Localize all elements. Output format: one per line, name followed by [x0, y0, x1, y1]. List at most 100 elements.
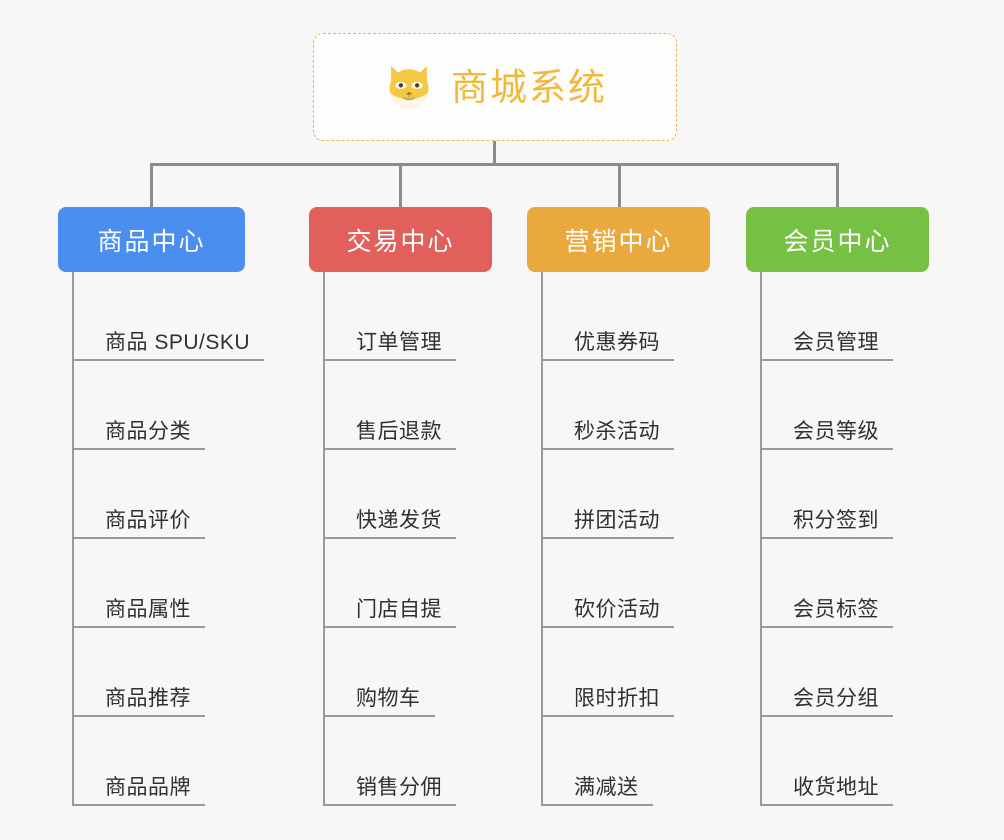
leaf-item[interactable]: 收货地址	[760, 717, 893, 806]
leaf-column-1: 订单管理售后退款快递发货门店自提购物车销售分佣	[323, 272, 456, 806]
leaf-item-underline	[541, 626, 674, 628]
leaf-item-label: 砍价活动	[574, 598, 660, 621]
leaf-item[interactable]: 售后退款	[323, 361, 456, 450]
leaf-items-1: 订单管理售后退款快递发货门店自提购物车销售分佣	[323, 272, 456, 806]
leaf-item[interactable]: 优惠券码	[541, 272, 674, 361]
category-header-3[interactable]: 会员中心	[746, 207, 929, 272]
leaf-item-underline	[72, 537, 205, 539]
leaf-item-underline	[760, 537, 893, 539]
leaf-item-label: 快递发货	[356, 509, 442, 532]
leaf-item-underline	[541, 804, 653, 806]
leaf-trunk	[72, 272, 74, 806]
leaf-item[interactable]: 订单管理	[323, 272, 456, 361]
leaf-item[interactable]: 秒杀活动	[541, 361, 674, 450]
leaf-item-underline	[541, 359, 674, 361]
leaf-item-label: 收货地址	[793, 776, 879, 799]
root-title: 商城系统	[451, 66, 607, 108]
leaf-item-label: 优惠券码	[574, 331, 660, 354]
leaf-column-3: 会员管理会员等级积分签到会员标签会员分组收货地址	[760, 272, 893, 806]
leaf-item[interactable]: 会员等级	[760, 361, 893, 450]
leaf-item-underline	[72, 448, 205, 450]
leaf-item-underline	[323, 537, 456, 539]
leaf-items-2: 优惠券码秒杀活动拼团活动砍价活动限时折扣满减送	[541, 272, 674, 806]
leaf-trunk	[323, 272, 325, 806]
leaf-item-label: 会员分组	[793, 687, 879, 710]
leaf-item[interactable]: 砍价活动	[541, 539, 674, 628]
leaf-item-underline	[760, 448, 893, 450]
leaf-item-underline	[323, 448, 456, 450]
category-header-2[interactable]: 营销中心	[527, 207, 710, 272]
connector-horizontal-bus	[150, 163, 838, 166]
leaf-trunk	[760, 272, 762, 806]
leaf-item-underline	[541, 537, 674, 539]
leaf-item-underline	[760, 715, 893, 717]
leaf-item-underline	[541, 715, 674, 717]
leaf-item-underline	[72, 359, 264, 361]
leaf-item-underline	[760, 804, 893, 806]
leaf-item-label: 积分签到	[793, 509, 879, 532]
leaf-trunk	[541, 272, 543, 806]
connector-drop-2	[399, 163, 402, 208]
leaf-item-underline	[323, 359, 456, 361]
leaf-item[interactable]: 快递发货	[323, 450, 456, 539]
leaf-item-underline	[72, 626, 205, 628]
connector-drop-4	[836, 163, 839, 208]
leaf-item-label: 商品品牌	[105, 776, 191, 799]
leaf-item-underline	[760, 359, 893, 361]
leaf-item-label: 订单管理	[356, 331, 442, 354]
connector-drop-3	[618, 163, 621, 208]
leaf-item[interactable]: 商品分类	[72, 361, 250, 450]
leaf-item-label: 商品属性	[105, 598, 191, 621]
leaf-item-underline	[323, 626, 456, 628]
leaf-item-label: 秒杀活动	[574, 420, 660, 443]
leaf-item[interactable]: 会员管理	[760, 272, 893, 361]
leaf-item-underline	[323, 804, 456, 806]
leaf-item[interactable]: 购物车	[323, 628, 442, 717]
leaf-item-label: 会员标签	[793, 598, 879, 621]
leaf-item-label: 购物车	[356, 687, 421, 710]
leaf-item-underline	[72, 804, 205, 806]
leaf-item[interactable]: 商品属性	[72, 539, 250, 628]
leaf-items-0: 商品 SPU/SKU 商品分类商品评价商品属性商品推荐商品品牌	[72, 272, 264, 806]
leaf-item[interactable]: 会员标签	[760, 539, 893, 628]
leaf-item[interactable]: 商品评价	[72, 450, 250, 539]
leaf-item-label: 会员管理	[793, 331, 879, 354]
category-header-label: 交易中心	[346, 227, 455, 256]
leaf-item-underline	[760, 626, 893, 628]
leaf-item-label: 限时折扣	[574, 687, 660, 710]
leaf-item[interactable]: 拼团活动	[541, 450, 674, 539]
leaf-item-label: 商品推荐	[105, 687, 191, 710]
connector-drop-1	[150, 163, 153, 208]
leaf-item-underline	[541, 448, 674, 450]
leaf-item[interactable]: 限时折扣	[541, 628, 674, 717]
leaf-item[interactable]: 满减送	[541, 717, 660, 806]
category-header-label: 商品中心	[97, 227, 206, 256]
leaf-item-label: 会员等级	[793, 420, 879, 443]
leaf-column-2: 优惠券码秒杀活动拼团活动砍价活动限时折扣满减送	[541, 272, 674, 806]
root-node-shopping-mall-system[interactable]: 商城系统	[313, 33, 677, 141]
leaf-item[interactable]: 商品推荐	[72, 628, 250, 717]
category-header-label: 营销中心	[564, 227, 673, 256]
category-header-label: 会员中心	[783, 227, 892, 256]
leaf-item[interactable]: 销售分佣	[323, 717, 456, 806]
leaf-item-label: 满减送	[574, 776, 639, 799]
connector-root-stem	[493, 141, 496, 165]
leaf-item-underline	[72, 715, 205, 717]
leaf-column-0: 商品 SPU/SKU 商品分类商品评价商品属性商品推荐商品品牌	[72, 272, 264, 806]
leaf-item[interactable]: 门店自提	[323, 539, 456, 628]
leaf-item[interactable]: 商品品牌	[72, 717, 250, 806]
leaf-item-label: 商品分类	[105, 420, 191, 443]
category-header-1[interactable]: 交易中心	[309, 207, 492, 272]
leaf-items-3: 会员管理会员等级积分签到会员标签会员分组收货地址	[760, 272, 893, 806]
leaf-item[interactable]: 商品 SPU/SKU	[72, 272, 264, 361]
leaf-item-underline	[323, 715, 435, 717]
leaf-item-label: 售后退款	[356, 420, 442, 443]
leaf-item[interactable]: 积分签到	[760, 450, 893, 539]
category-header-0[interactable]: 商品中心	[58, 207, 245, 272]
leaf-item[interactable]: 会员分组	[760, 628, 893, 717]
leaf-item-label: 拼团活动	[574, 509, 660, 532]
shiba-dog-icon	[389, 65, 429, 109]
leaf-item-label: 门店自提	[356, 598, 442, 621]
leaf-item-label: 销售分佣	[356, 776, 442, 799]
